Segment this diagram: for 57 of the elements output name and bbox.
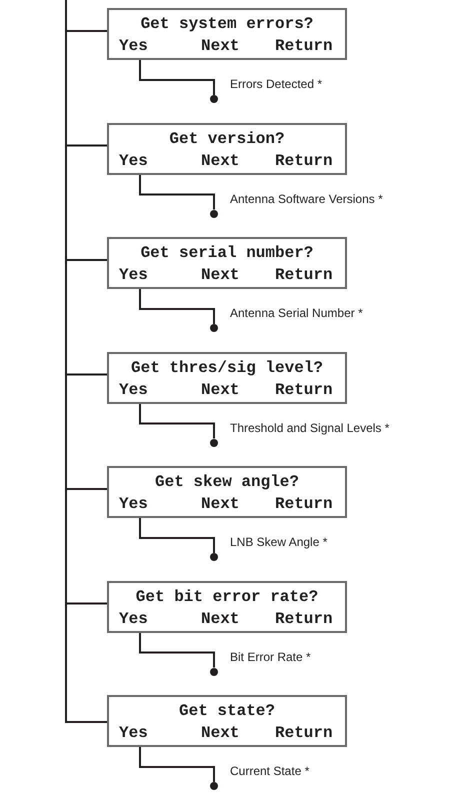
menu-prompt: Get thres/sig level? — [130, 358, 324, 376]
menu-option: Next — [201, 495, 240, 513]
menu-option: Return — [275, 380, 333, 398]
end-dot — [210, 782, 218, 790]
menu-box — [107, 352, 347, 404]
menu-option: Yes — [119, 380, 148, 398]
menu-box — [107, 580, 347, 632]
menu-option: Next — [201, 152, 240, 170]
menu-option: Return — [275, 495, 333, 513]
menu-option: Yes — [119, 610, 148, 628]
menu-prompt: Get state? — [178, 702, 276, 720]
end-dot — [210, 553, 218, 561]
menu-option: Return — [275, 724, 333, 742]
menu-option: Next — [201, 724, 240, 742]
menu-prompt: Get serial number? — [140, 244, 314, 262]
menu-option: Next — [201, 610, 240, 628]
menu-option: Yes — [119, 495, 148, 513]
menu-option: Yes — [119, 724, 148, 742]
result-label: Antenna Serial Number * — [230, 306, 363, 320]
menu-option: Return — [275, 266, 333, 284]
menu-prompt: Get version? — [168, 130, 286, 148]
menu-option: Return — [275, 37, 333, 55]
menu-option: Return — [275, 610, 333, 628]
connector-line — [139, 404, 215, 438]
end-dot — [210, 668, 218, 676]
menu-box — [107, 122, 347, 174]
menu-prompt: Get bit error rate? — [134, 588, 320, 606]
connector-line — [139, 632, 215, 668]
menu-box — [107, 237, 347, 289]
menu-prompt: Get skew angle? — [154, 473, 300, 491]
menu-option: Next — [201, 266, 240, 284]
connector-line — [139, 174, 215, 210]
menu-option: Next — [201, 380, 240, 398]
menu-box — [107, 466, 347, 518]
end-dot — [210, 438, 218, 446]
connector-line — [139, 518, 215, 553]
connector-line — [139, 289, 215, 324]
result-label: Threshold and Signal Levels * — [230, 420, 390, 434]
menu-option: Yes — [119, 152, 148, 170]
connector-line — [65, 0, 107, 723]
end-dot — [210, 210, 218, 218]
result-label: Errors Detected * — [230, 77, 322, 91]
menu-box — [107, 695, 347, 747]
menu-option: Next — [201, 37, 240, 55]
menu-box — [107, 8, 347, 60]
menu-option: Yes — [119, 37, 148, 55]
end-dot — [210, 324, 218, 332]
end-dot — [210, 95, 218, 103]
menu-option: Return — [275, 152, 333, 170]
result-label: Antenna Software Versions * — [230, 192, 383, 206]
connector-line — [139, 747, 215, 782]
result-label: Bit Error Rate * — [230, 650, 311, 664]
result-label: Current State * — [230, 764, 310, 778]
result-label: LNB Skew Angle * — [230, 535, 328, 549]
connector-line — [139, 60, 215, 95]
menu-prompt: Get system errors? — [140, 15, 314, 33]
menu-option: Yes — [119, 266, 148, 284]
